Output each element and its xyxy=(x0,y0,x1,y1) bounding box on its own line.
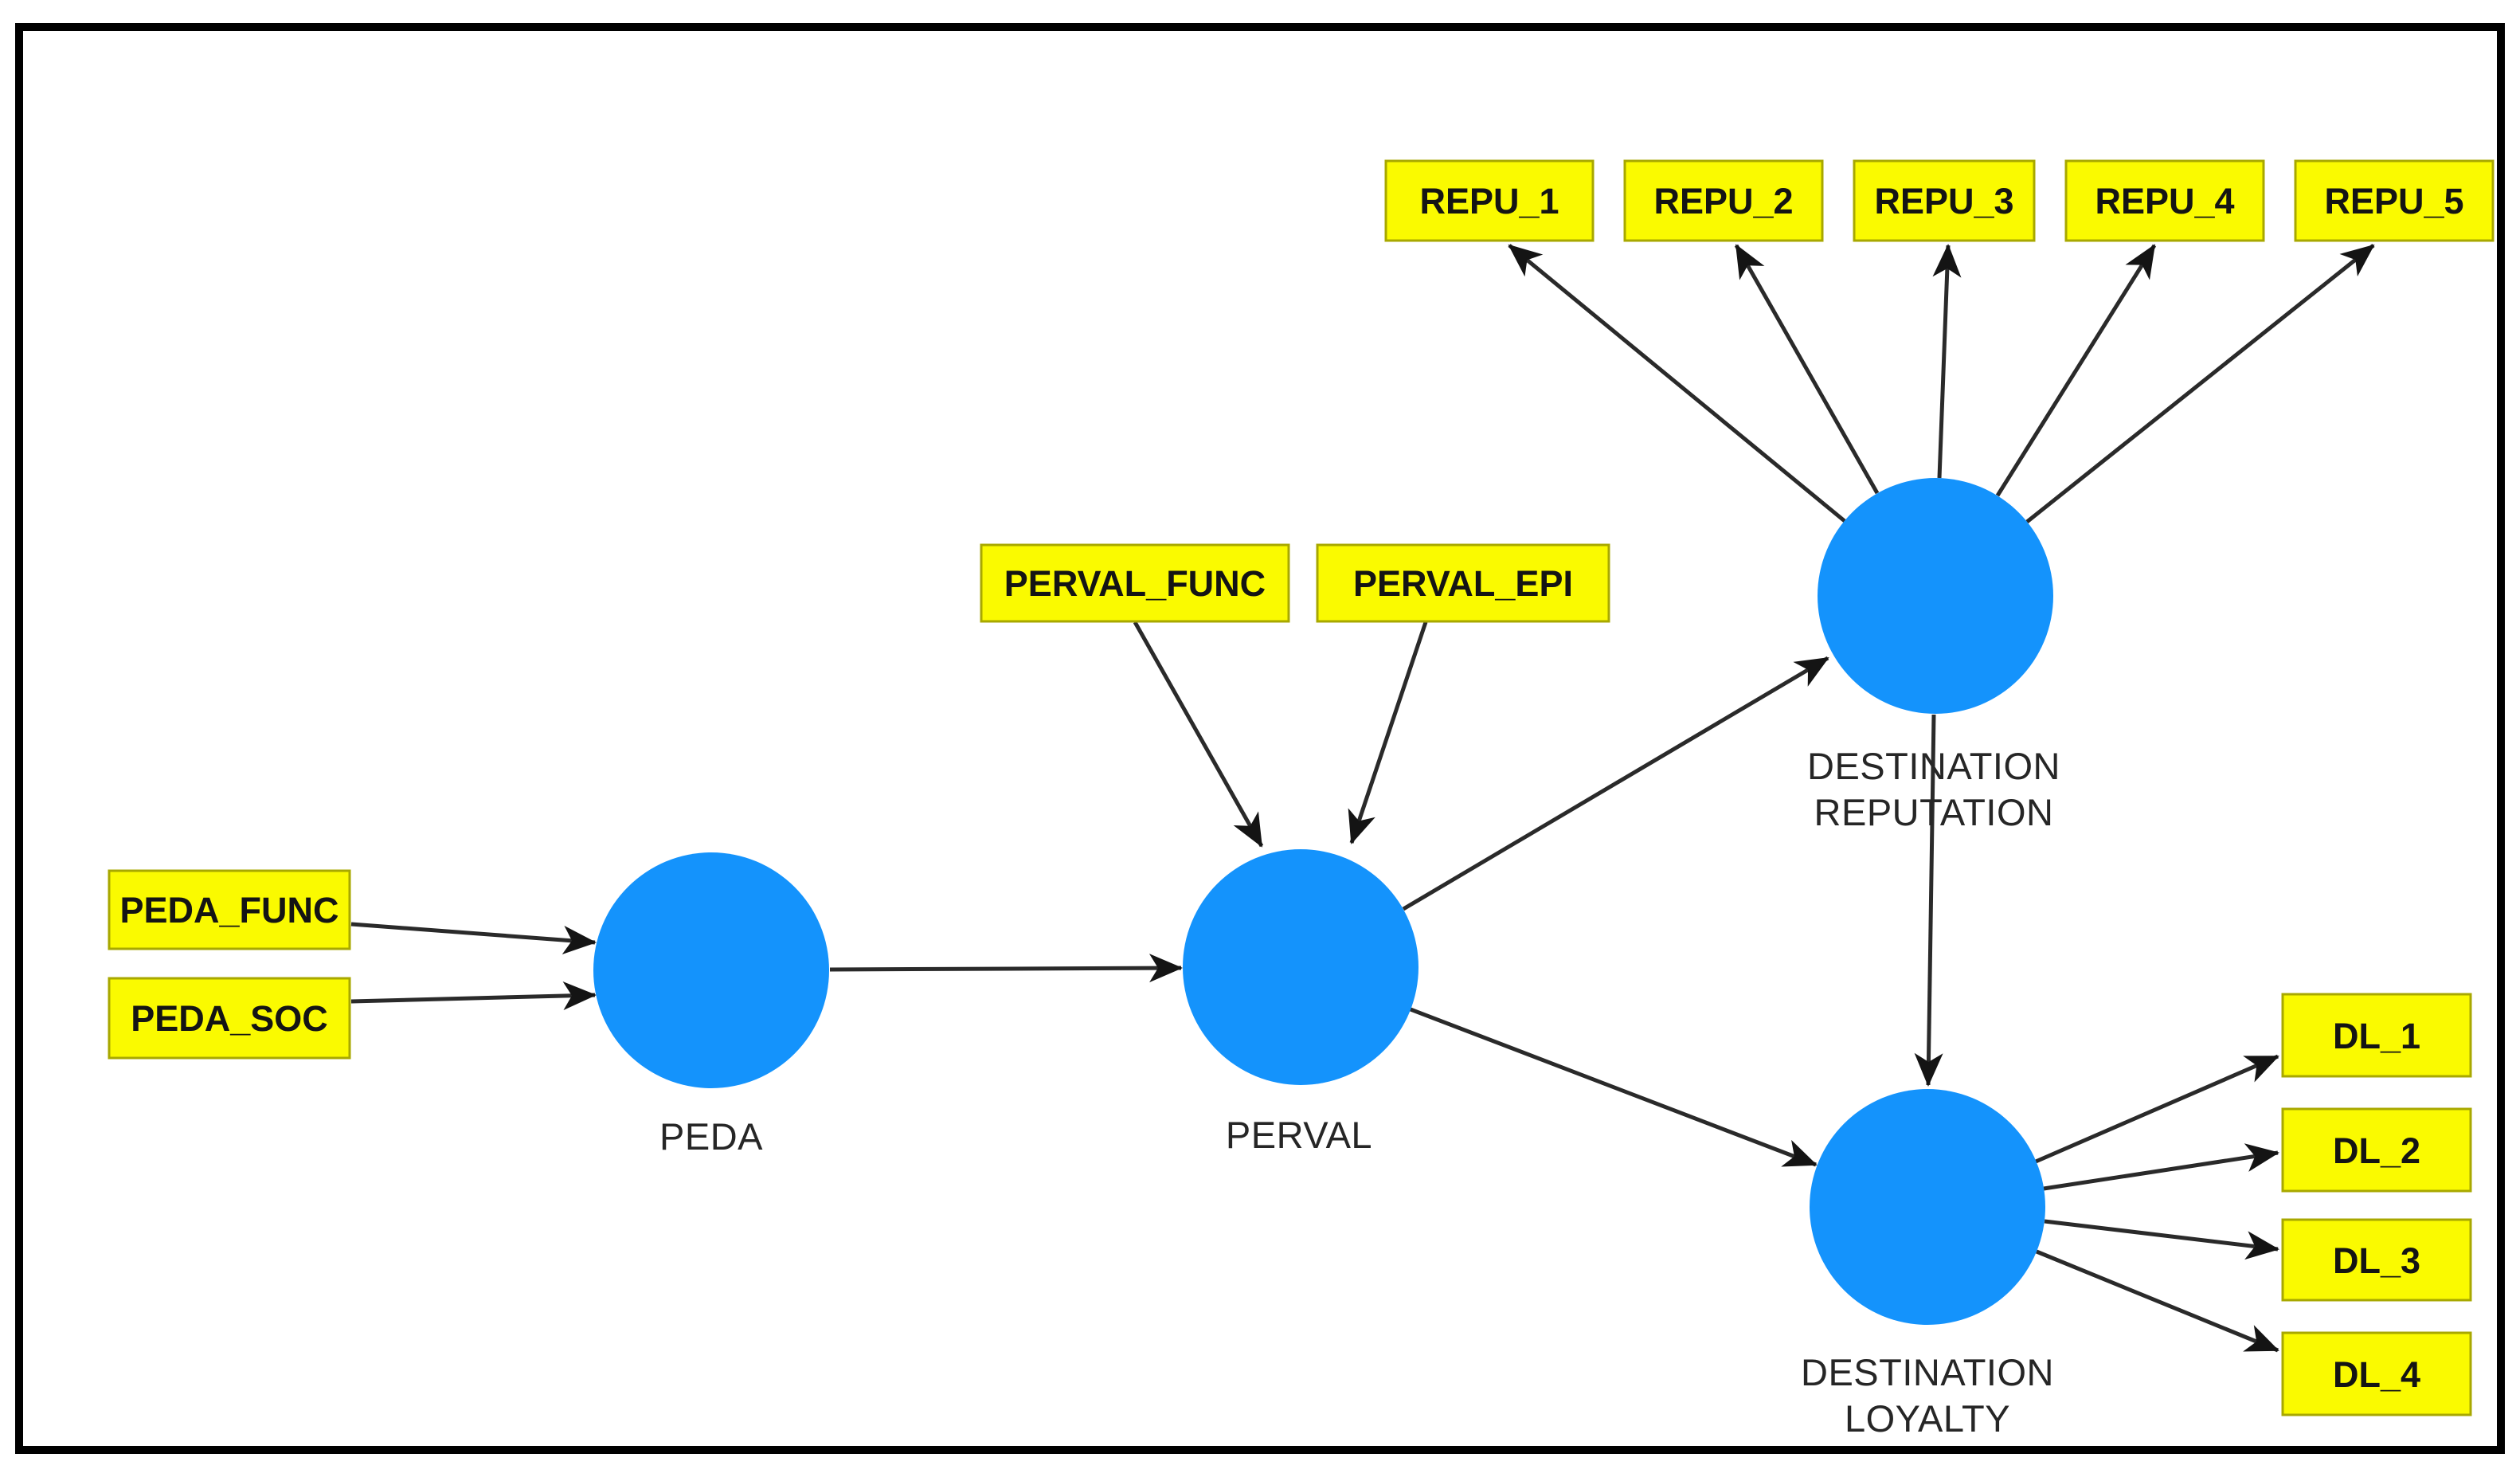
indicator-repu_3-label: REPU_3 xyxy=(1874,181,2013,221)
arrow-destination_reputation-to-destination_loyalty[interactable] xyxy=(1914,714,1943,1087)
indicator-perval_epi-label: PERVAL_EPI xyxy=(1353,563,1573,604)
indicator-dl_1[interactable] xyxy=(2281,993,2472,1078)
latent-constructs xyxy=(593,478,2053,1325)
indicator-repu_2-label: REPU_2 xyxy=(1653,181,1793,221)
indicator-peda_func-label: PEDA_FUNC xyxy=(119,890,338,930)
construct-destination-reputation[interactable] xyxy=(1818,478,2053,714)
arrow-destination_reputation-to-repu_5[interactable] xyxy=(2025,244,2375,523)
construct-destination-loyalty[interactable] xyxy=(1810,1089,2045,1325)
construct-destination-reputation-label-line1: DESTINATION xyxy=(1807,745,2060,787)
indicator-peda_func[interactable] xyxy=(108,869,351,950)
arrow-destination_loyalty-to-dl_2[interactable] xyxy=(2043,1143,2279,1191)
construct-perval[interactable] xyxy=(1183,849,1418,1085)
construct-destination-reputation-label-line2: REPUTATION xyxy=(1814,791,2054,833)
indicator-repu_3[interactable] xyxy=(1853,159,2036,242)
indicator-boxes: PEDA_FUNC PEDA_SOC PERVAL_FUNC PERVAL_EP… xyxy=(108,159,2495,1416)
indicator-dl_2-label: DL_2 xyxy=(2333,1130,2420,1171)
indicator-repu_2[interactable] xyxy=(1623,159,1824,242)
arrow-destination_reputation-to-repu_2[interactable] xyxy=(1734,244,1880,495)
arrow-destination_reputation-to-repu_4[interactable] xyxy=(1995,244,2157,497)
indicator-perval_epi[interactable] xyxy=(1316,543,1610,623)
construct-perval-label: PERVAL xyxy=(1226,1114,1372,1156)
path-arrows xyxy=(350,244,2375,1353)
indicator-peda_soc[interactable] xyxy=(108,977,351,1060)
arrow-destination_loyalty-to-dl_3[interactable] xyxy=(2044,1219,2279,1260)
arrow-destination_reputation-to-repu_3[interactable] xyxy=(1932,244,1962,479)
indicator-repu_4-label: REPU_4 xyxy=(2095,181,2234,221)
indicator-repu_1[interactable] xyxy=(1384,159,1595,242)
arrow-destination_loyalty-to-dl_4[interactable] xyxy=(2036,1249,2279,1353)
construct-labels: PEDA PERVAL DESTINATION REPUTATION DESTI… xyxy=(659,745,2060,1440)
indicator-perval_func-label: PERVAL_FUNC xyxy=(1004,563,1266,604)
arrow-perval-to-destination_reputation[interactable] xyxy=(1402,656,1829,911)
arrow-perval_func-to-perval[interactable] xyxy=(1133,621,1264,848)
indicator-dl_4[interactable] xyxy=(2281,1331,2472,1416)
indicator-repu_1-label: REPU_1 xyxy=(1419,181,1559,221)
arrow-peda_func-to-peda[interactable] xyxy=(350,922,597,954)
arrow-perval-to-destination_loyalty[interactable] xyxy=(1410,1007,1818,1167)
construct-destination-loyalty-label-line1: DESTINATION xyxy=(1801,1351,2054,1393)
construct-peda[interactable] xyxy=(593,852,829,1088)
construct-destination-loyalty-label-line2: LOYALTY xyxy=(1845,1397,2010,1440)
indicator-repu_4[interactable] xyxy=(2064,159,2265,242)
diagram-frame xyxy=(15,23,2505,1454)
indicator-peda_soc-label: PEDA_SOC xyxy=(131,998,328,1039)
indicator-perval_func[interactable] xyxy=(980,543,1290,623)
indicator-repu_5-label: REPU_5 xyxy=(2324,181,2463,221)
construct-peda-label: PEDA xyxy=(659,1115,763,1158)
indicator-dl_2[interactable] xyxy=(2281,1107,2472,1193)
arrow-perval_epi-to-perval[interactable] xyxy=(1348,621,1428,844)
arrow-destination_loyalty-to-dl_1[interactable] xyxy=(2035,1054,2279,1164)
indicator-dl_3-label: DL_3 xyxy=(2333,1240,2420,1281)
indicator-repu_5[interactable] xyxy=(2294,159,2495,242)
arrow-peda_soc-to-peda[interactable] xyxy=(350,981,597,1011)
arrow-peda-to-perval[interactable] xyxy=(829,954,1183,983)
indicator-dl_3[interactable] xyxy=(2281,1218,2472,1302)
arrow-destination_reputation-to-repu_1[interactable] xyxy=(1508,244,1846,523)
indicator-dl_1-label: DL_1 xyxy=(2333,1016,2420,1056)
indicator-dl_4-label: DL_4 xyxy=(2333,1354,2420,1395)
